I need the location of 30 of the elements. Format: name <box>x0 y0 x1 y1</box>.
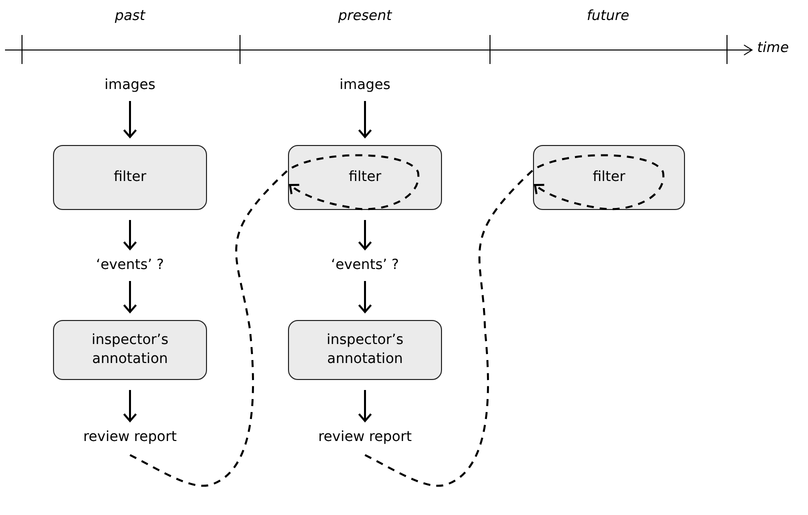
box-label: inspector’s annotation <box>326 331 404 369</box>
step-label: review report <box>295 425 435 449</box>
process-box <box>288 145 442 210</box>
box-label: filter <box>114 168 146 187</box>
dashed-arrow <box>364 154 664 487</box>
arrow <box>358 101 372 138</box>
process-box <box>53 320 207 380</box>
period-label: future <box>586 8 630 24</box>
box-label: filter <box>592 168 626 187</box>
process-box <box>53 145 207 210</box>
box-label: inspector’s annotation <box>90 331 170 369</box>
arrow <box>358 220 372 250</box>
dashed-arrow <box>130 154 420 487</box>
arrow <box>123 390 137 422</box>
step-label: ‘events’ ? <box>70 253 190 277</box>
arrow <box>358 281 372 313</box>
step-label: review report <box>60 425 200 449</box>
process-box <box>288 320 442 380</box>
period-label: past <box>114 8 146 24</box>
process-box <box>533 145 685 210</box>
arrow <box>358 390 372 422</box>
step-label: images <box>305 73 425 97</box>
box-label: filter <box>348 168 382 187</box>
axis-label: time <box>757 40 789 56</box>
arrow <box>123 220 137 250</box>
step-label: images <box>70 73 190 97</box>
arrow <box>123 281 137 313</box>
step-label: ‘events’ ? <box>305 253 425 277</box>
period-label: present <box>338 8 392 24</box>
arrow <box>123 101 137 138</box>
